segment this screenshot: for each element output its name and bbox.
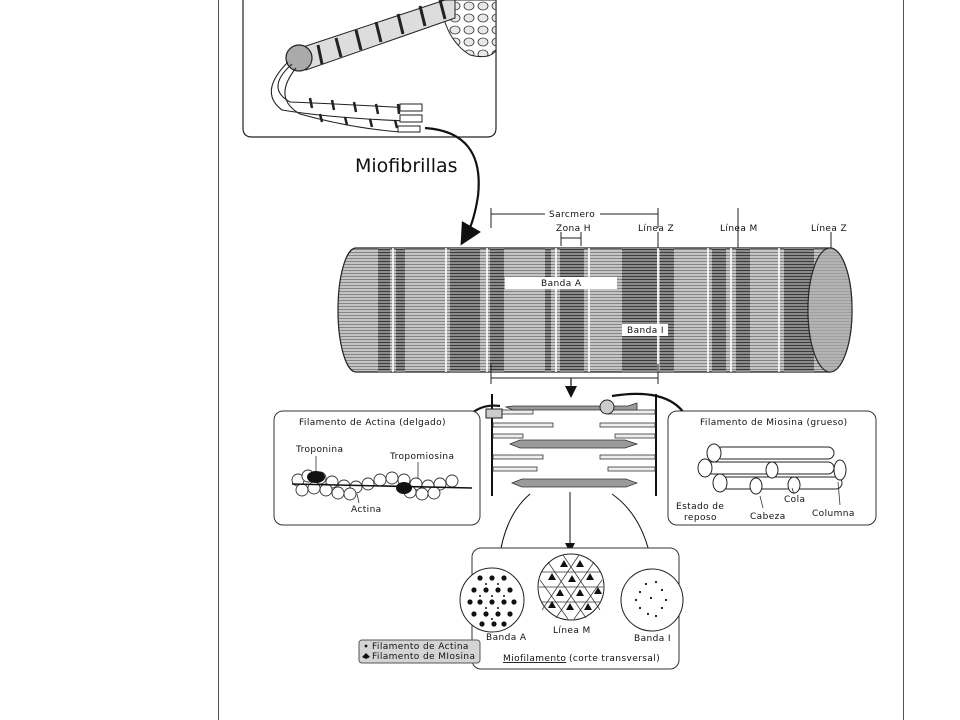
a-band-label: Banda A [541, 279, 582, 289]
i-band-section [620, 568, 684, 632]
left-frame-line [218, 0, 219, 720]
legend-myosin-label: Filamento de MIosina [372, 652, 475, 662]
sarcomere-filaments [485, 394, 657, 496]
myofilament-label: Miofilamento [503, 654, 566, 664]
legend-myosin-marker-icon [362, 653, 370, 659]
sarcomere-bracket [490, 364, 659, 384]
myosin-panel: Filamento de Miosina (grueso) Estado de … [667, 410, 877, 526]
sarcomere-scale [490, 208, 832, 248]
z-line-label-right: Línea Z [811, 224, 847, 234]
cs-a-band-label: Banda A [486, 633, 527, 643]
myofibril-cylinder: Banda A Banda I [337, 247, 853, 373]
tropomyosin-label: Tropomiosina [389, 452, 454, 462]
tail-label: Cola [784, 495, 805, 505]
rest-state-label-1: Estado de [676, 502, 724, 512]
head-label: Cabeza [750, 512, 786, 522]
myosin-title: Filamento de Miosina (grueso) [700, 418, 848, 428]
cs-m-line-label: Línea M [553, 626, 591, 636]
myofibrils-arrow [424, 126, 482, 246]
fiber-panel [242, 0, 497, 138]
actin-panel: Filamento de Actina (delgado) Troponina … [273, 410, 481, 526]
m-line-label: Línea M [720, 224, 758, 234]
rest-state-label-2: reposo [684, 513, 717, 523]
sarcomere-label: Sarcmero [549, 210, 595, 220]
legend-actin-label: Filamento de Actina [372, 642, 469, 652]
i-band-label: Banda I [627, 326, 664, 336]
right-frame-line [903, 0, 904, 720]
cs-i-band-label: Banda I [634, 634, 671, 644]
cross-section-label: (corte transversal) [569, 654, 660, 664]
actin-label: Actina [351, 505, 382, 515]
cross-section-panel: Banda A Línea M Banda I Miofilamento (co… [459, 547, 684, 670]
legend: Filamento de Actina Filamento de MIosina [358, 639, 481, 664]
troponin-label: Troponina [295, 445, 343, 455]
legend-actin-dot-icon [364, 644, 368, 648]
myofibrils-label: Miofibrillas [355, 155, 458, 177]
h-zone-label: Zona H [556, 224, 591, 234]
actin-title: Filamento de Actina (delgado) [299, 418, 446, 428]
column-label: Columna [812, 509, 855, 519]
z-line-label: Línea Z [638, 224, 674, 234]
